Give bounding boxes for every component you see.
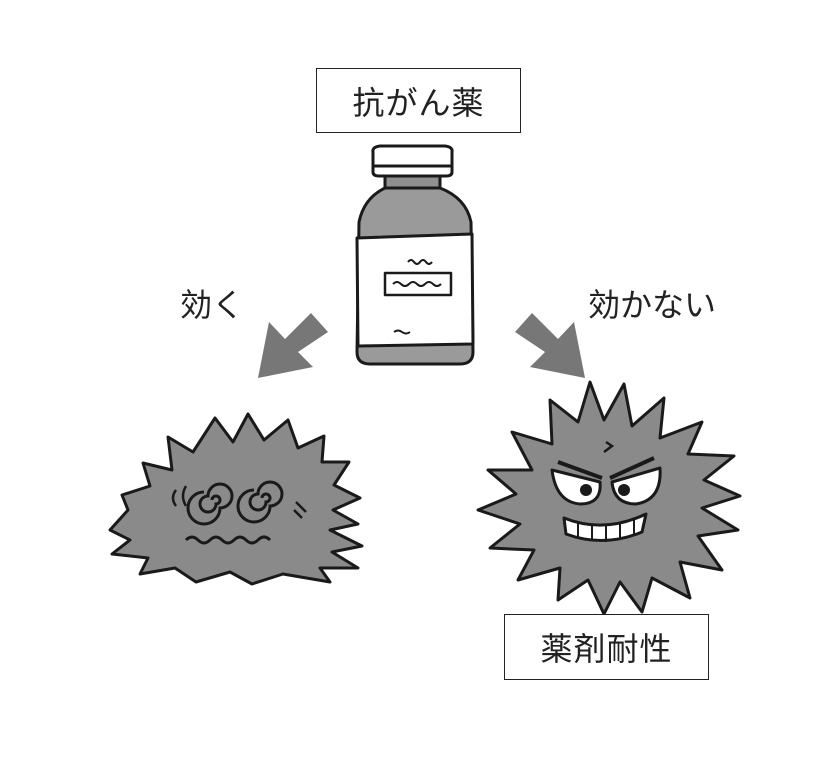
drug-label: 抗がん薬	[352, 83, 485, 122]
ineffective-label: 効かない	[588, 286, 717, 324]
drug-label-box: 抗がん薬	[316, 68, 521, 133]
medicine-bottle-icon	[355, 144, 475, 366]
effective-label: 効く	[180, 286, 245, 324]
angry-cancer-cell-icon	[476, 380, 742, 616]
drug-resistance-label: 薬剤耐性	[540, 630, 673, 668]
arrow-down-right	[515, 313, 585, 378]
dizzy-cancer-cell-icon	[108, 412, 364, 586]
arrow-down-left	[258, 313, 328, 378]
drug-resistance-label-box: 薬剤耐性	[504, 614, 709, 680]
